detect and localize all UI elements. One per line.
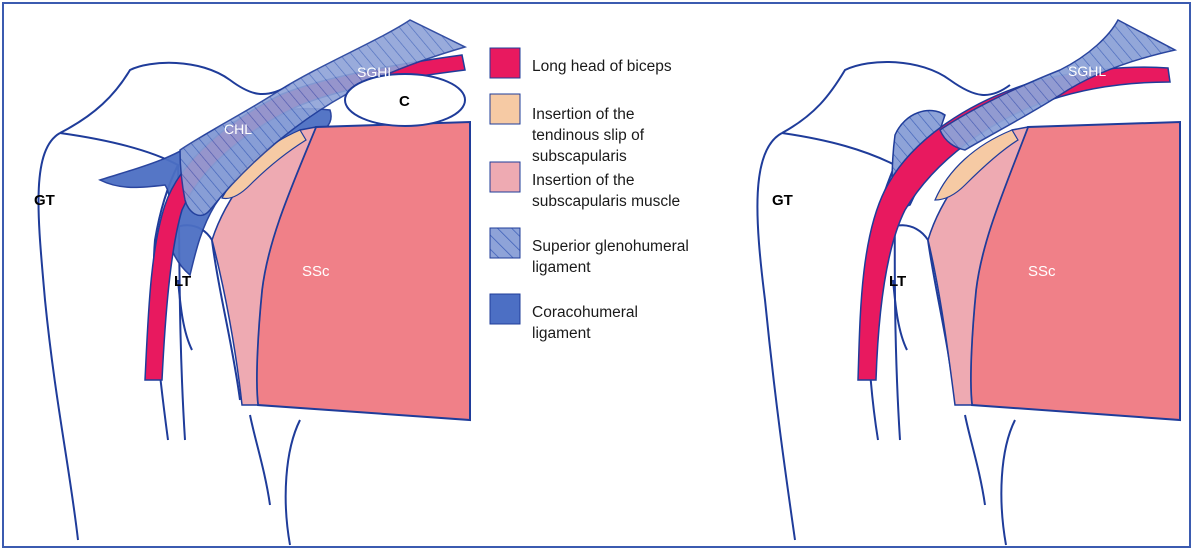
right-label-lt: LT bbox=[889, 273, 906, 290]
legend-label-sghl: Superior glenohumeral ligament bbox=[532, 236, 692, 278]
legend-item-biceps: Long head of biceps bbox=[490, 56, 697, 86]
legend-label-subscap: Insertion of the subscapularis muscle bbox=[532, 170, 682, 212]
right-scapula-lower-2 bbox=[965, 415, 985, 505]
left-label-chl: CHL bbox=[224, 121, 252, 137]
left-scapula-lower-2 bbox=[250, 415, 270, 505]
legend-item-subscap: Insertion of the subscapularis muscle bbox=[490, 170, 682, 212]
right-label-gt: GT bbox=[772, 192, 793, 209]
left-label-lt: LT bbox=[174, 273, 191, 290]
right-label-sghl: SGHL bbox=[1068, 63, 1106, 79]
left-label-sghl: SGHL bbox=[357, 64, 395, 80]
right-label-ssc: SSc bbox=[1028, 263, 1056, 280]
legend-item-chl: Coracohumeral ligament bbox=[490, 302, 652, 344]
legend-label-chl: Coracohumeral ligament bbox=[532, 302, 652, 344]
left-label-gt: GT bbox=[34, 192, 55, 209]
legend-label-tendinous-slip: Insertion of the tendinous slip of subsc… bbox=[532, 104, 697, 167]
legend-item-sghl: Superior glenohumeral ligament bbox=[490, 236, 692, 278]
right-scapula-lower bbox=[1001, 420, 1015, 545]
left-label-c: C bbox=[399, 93, 410, 110]
legend-label-biceps: Long head of biceps bbox=[532, 56, 697, 77]
left-scapula-lower bbox=[286, 420, 300, 545]
legend-item-tendinous-slip: Insertion of the tendinous slip of subsc… bbox=[490, 104, 697, 167]
left-label-ssc: SSc bbox=[302, 263, 330, 280]
